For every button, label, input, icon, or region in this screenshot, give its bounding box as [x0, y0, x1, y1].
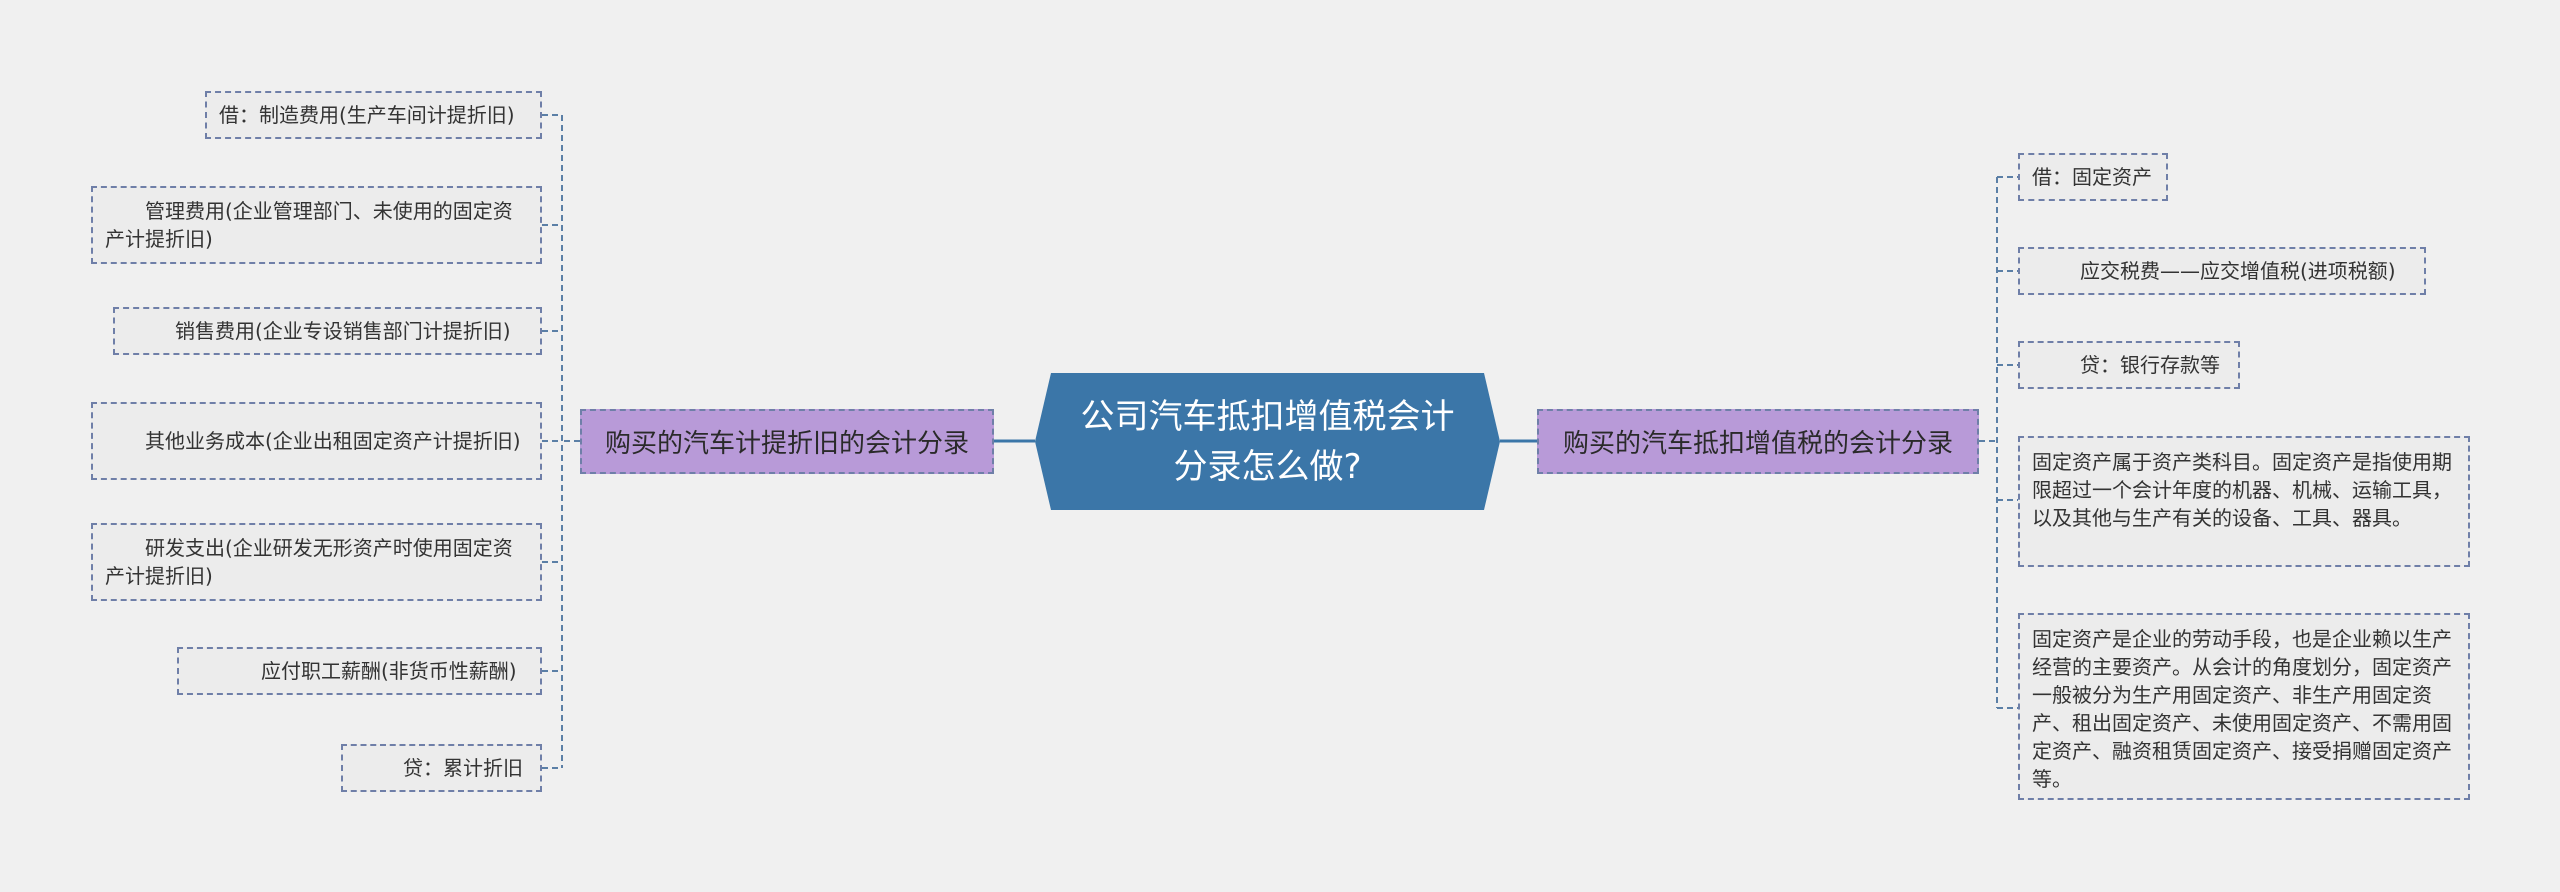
branch-left-label: 购买的汽车计提折旧的会计分录 [604, 429, 969, 459]
right-leaf-5[interactable]: 固定资产是企业的劳动手段，也是企业赖以生产经营的主要资产。从会计的角度划分，固定… [2018, 613, 2470, 800]
root-topic[interactable]: 公司汽车抵扣增值税会计分录怎么做? [1035, 373, 1500, 510]
right-leaf-4[interactable]: 固定资产属于资产类科目。固定资产是指使用期限超过一个会计年度的机器、机械、运输工… [2018, 436, 2470, 567]
right-leaf-3-text: 贷：银行存款等 [2080, 353, 2220, 377]
branch-right-label: 购买的汽车抵扣增值税的会计分录 [1562, 429, 1953, 459]
right-leaf-2[interactable]: 应交税费——应交增值税(进项税额) [2018, 247, 2426, 295]
branch-left-depreciation[interactable]: 购买的汽车计提折旧的会计分录 [580, 409, 994, 474]
left-leaf-7-text: 贷：累计折旧 [403, 756, 523, 780]
right-leaf-2-text: 应交税费——应交增值税(进项税额) [2080, 259, 2396, 283]
left-leaf-3-text: 销售费用(企业专设销售部门计提折旧) [175, 319, 511, 343]
left-leaf-1-text: 借：制造费用(生产车间计提折旧) [219, 103, 515, 127]
left-leaf-6-text: 应付职工薪酬(非货币性薪酬) [261, 659, 517, 683]
right-leaf-4-text: 固定资产属于资产类科目。固定资产是指使用期限超过一个会计年度的机器、机械、运输工… [2032, 450, 2452, 530]
right-leaf-5-text: 固定资产是企业的劳动手段，也是企业赖以生产经营的主要资产。从会计的角度划分，固定… [2032, 627, 2452, 791]
left-leaf-2[interactable]: 管理费用(企业管理部门、未使用的固定资产计提折旧) [91, 186, 542, 264]
branch-right-vat-deduction[interactable]: 购买的汽车抵扣增值税的会计分录 [1537, 409, 1979, 474]
right-leaf-1-text: 借：固定资产 [2032, 165, 2152, 189]
left-leaf-2-text: 管理费用(企业管理部门、未使用的固定资产计提折旧) [105, 199, 513, 251]
left-leaf-1[interactable]: 借：制造费用(生产车间计提折旧) [205, 91, 542, 139]
left-leaf-4-text: 其他业务成本(企业出租固定资产计提折旧) [145, 429, 521, 453]
connector-left-tree [542, 114, 580, 769]
left-leaf-4[interactable]: 其他业务成本(企业出租固定资产计提折旧) [91, 402, 542, 480]
left-leaf-3[interactable]: 销售费用(企业专设销售部门计提折旧) [113, 307, 542, 355]
left-leaf-5-text: 研发支出(企业研发无形资产时使用固定资产计提折旧) [105, 536, 513, 588]
root-topic-label: 公司汽车抵扣增值税会计分录怎么做? [1080, 396, 1455, 487]
connector-right-tree [1979, 176, 2018, 709]
left-leaf-5[interactable]: 研发支出(企业研发无形资产时使用固定资产计提折旧) [91, 523, 542, 601]
right-leaf-1[interactable]: 借：固定资产 [2018, 153, 2168, 201]
left-leaf-7[interactable]: 贷：累计折旧 [341, 744, 542, 792]
right-leaf-3[interactable]: 贷：银行存款等 [2018, 341, 2240, 389]
left-leaf-6[interactable]: 应付职工薪酬(非货币性薪酬) [177, 647, 542, 695]
